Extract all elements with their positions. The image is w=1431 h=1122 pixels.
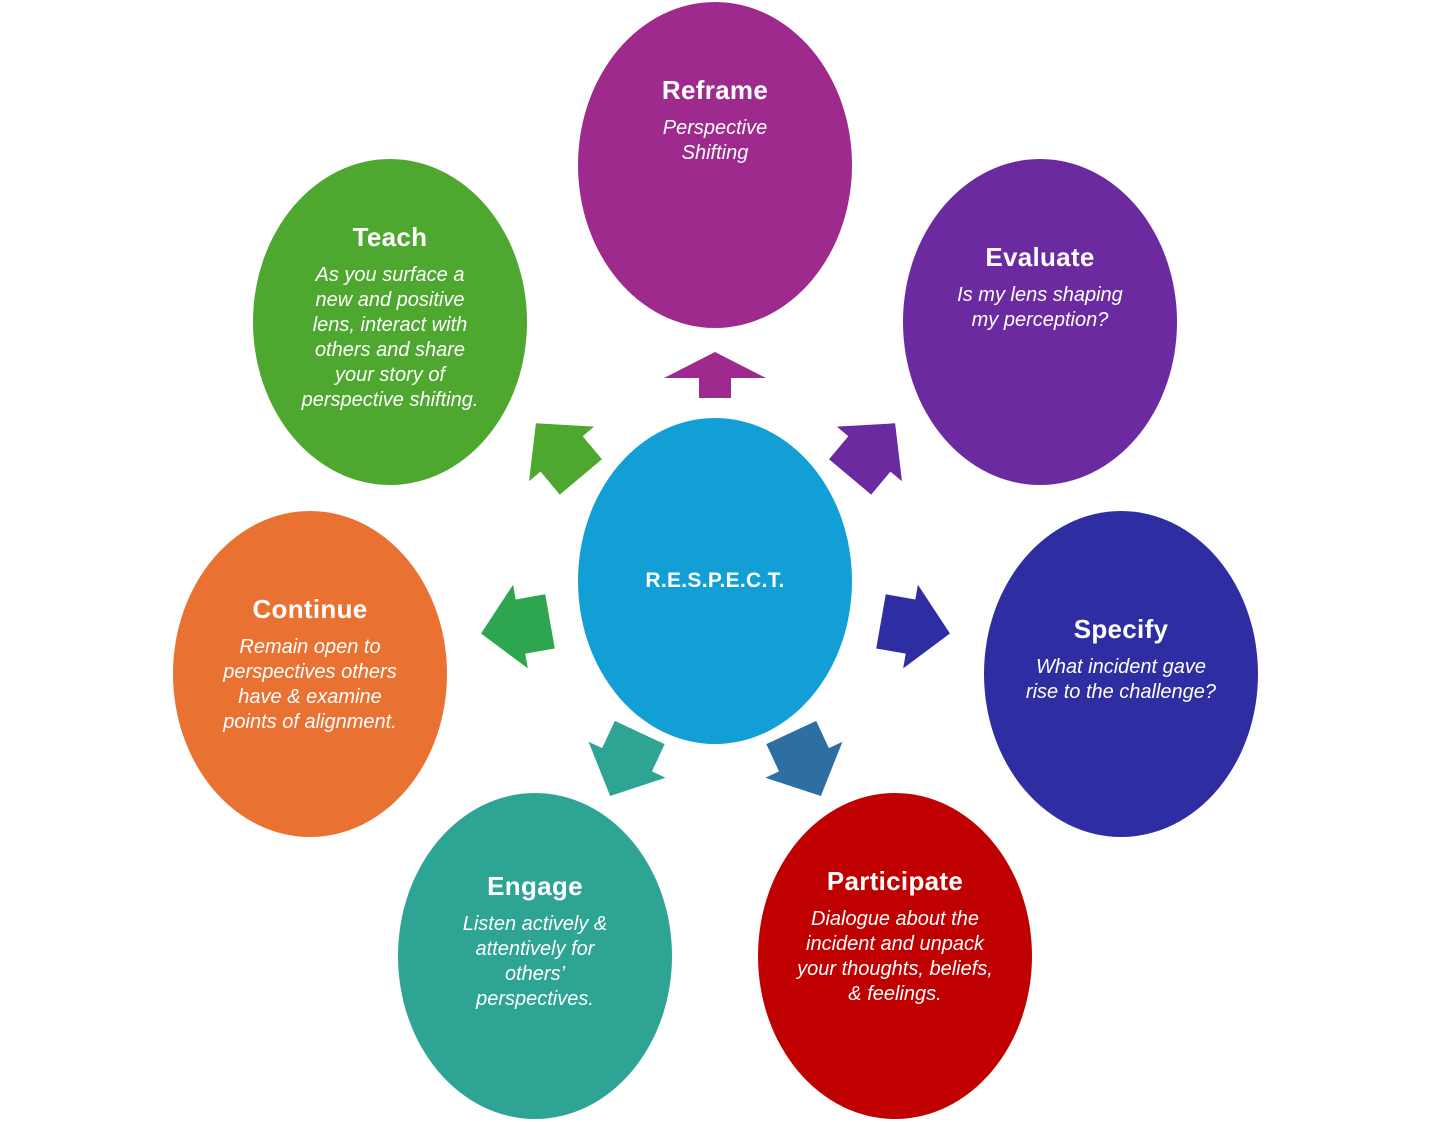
node-title: Teach — [352, 221, 428, 252]
node-engage: Engage Listen actively & attentively for… — [398, 793, 672, 1119]
arrow-engage-icon — [588, 720, 666, 796]
arrow-continue-icon — [481, 584, 555, 669]
node-description: Listen actively & attentively for others… — [462, 912, 608, 1010]
node-title: Specify — [1073, 613, 1169, 644]
node-title: Evaluate — [985, 241, 1095, 272]
arrow-reframe-icon — [664, 352, 766, 398]
center-node: R.E.S.P.E.C.T. — [578, 418, 852, 744]
node-title: Participate — [826, 865, 964, 896]
node-description: Dialogue about the incident and unpack y… — [797, 907, 993, 1005]
node-description: Is my lens shaping my perception? — [957, 283, 1123, 331]
node-title: Reframe — [661, 74, 769, 105]
node-teach: Teach As you surface a new and positive … — [253, 159, 527, 485]
arrow-participate-icon — [765, 720, 843, 796]
arrow-teach-icon — [529, 423, 602, 495]
center-title: R.E.S.P.E.C.T. — [645, 569, 785, 592]
arrow-evaluate-icon — [829, 423, 902, 495]
node-title: Engage — [487, 870, 583, 901]
node-continue: Continue Remain open to perspectives oth… — [173, 511, 447, 837]
node-description: Perspective Shifting — [662, 116, 768, 164]
node-description: What incident gave rise to the challenge… — [1025, 655, 1217, 703]
node-description: As you surface a new and positive lens, … — [301, 263, 479, 411]
node-reframe: Reframe Perspective Shifting — [578, 2, 852, 328]
node-evaluate: Evaluate Is my lens shaping my perceptio… — [903, 159, 1177, 485]
node-specify: Specify What incident gave rise to the c… — [984, 511, 1258, 837]
node-title: Continue — [252, 593, 368, 624]
node-description: Remain open to perspectives others have … — [223, 635, 397, 733]
node-participate: Participate Dialogue about the incident … — [758, 793, 1032, 1119]
arrow-specify-icon — [876, 584, 950, 669]
